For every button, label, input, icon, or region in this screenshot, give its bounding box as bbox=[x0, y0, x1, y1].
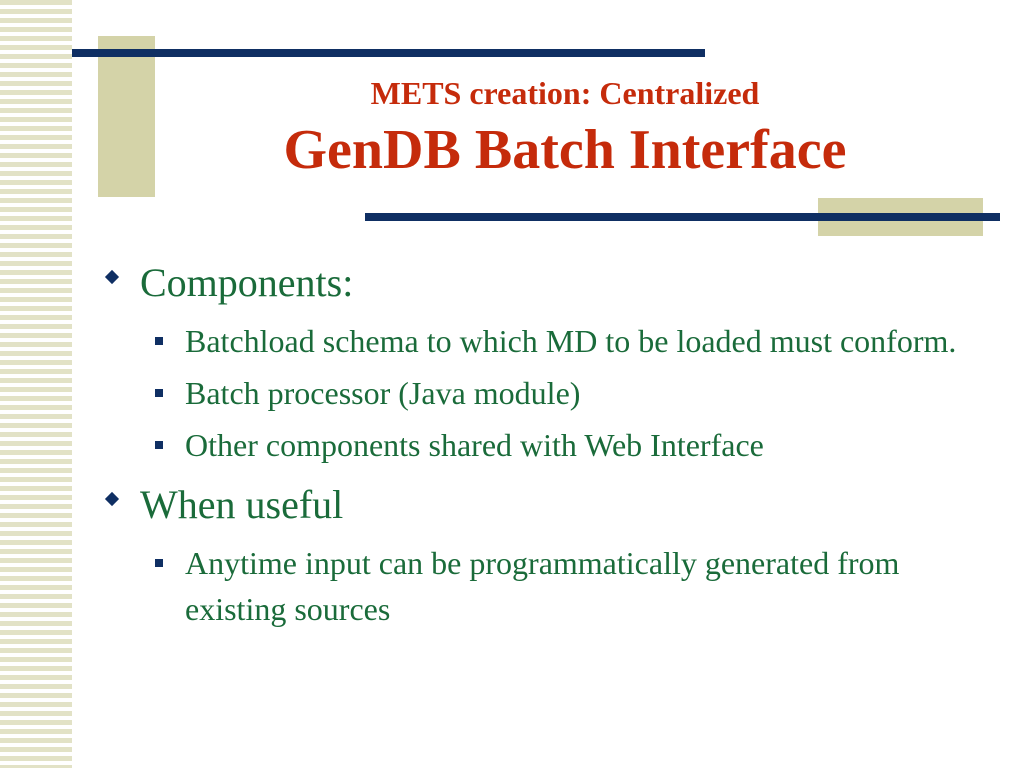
top-navy-rule bbox=[72, 49, 705, 57]
slide-title: GenDB Batch Interface bbox=[283, 119, 847, 181]
bullet-text: When useful bbox=[140, 482, 344, 527]
sub-bullet-text: Other components shared with Web Interfa… bbox=[185, 427, 764, 463]
sub-bullet-text: Batchload schema to which MD to be loade… bbox=[185, 323, 957, 359]
sub-bullet-item: Batch processor (Java module) bbox=[100, 370, 980, 416]
bullet-list: Components: Batchload schema to which MD… bbox=[100, 254, 980, 632]
bullet-item: When useful bbox=[100, 476, 980, 534]
bullet-item: Components: bbox=[100, 254, 980, 312]
square-bullet-icon bbox=[155, 337, 163, 345]
top-left-beige-block bbox=[98, 36, 155, 197]
sub-bullet-item: Batchload schema to which MD to be loade… bbox=[100, 318, 980, 364]
square-bullet-icon bbox=[155, 441, 163, 449]
diamond-bullet-icon bbox=[104, 491, 120, 507]
sub-bullet-item: Other components shared with Web Interfa… bbox=[100, 422, 980, 468]
sub-bullet-item: Anytime input can be programmatically ge… bbox=[100, 540, 980, 632]
bullet-text: Components: bbox=[140, 260, 354, 305]
square-bullet-icon bbox=[155, 559, 163, 567]
diamond-bullet-icon bbox=[104, 269, 120, 285]
sub-bullet-text: Batch processor (Java module) bbox=[185, 375, 581, 411]
slide-subtitle: METS creation: Centralized bbox=[370, 75, 760, 111]
bottom-navy-rule bbox=[365, 213, 1000, 221]
left-stripe-decoration bbox=[0, 0, 72, 768]
sub-bullet-text: Anytime input can be programmatically ge… bbox=[185, 545, 900, 627]
square-bullet-icon bbox=[155, 389, 163, 397]
